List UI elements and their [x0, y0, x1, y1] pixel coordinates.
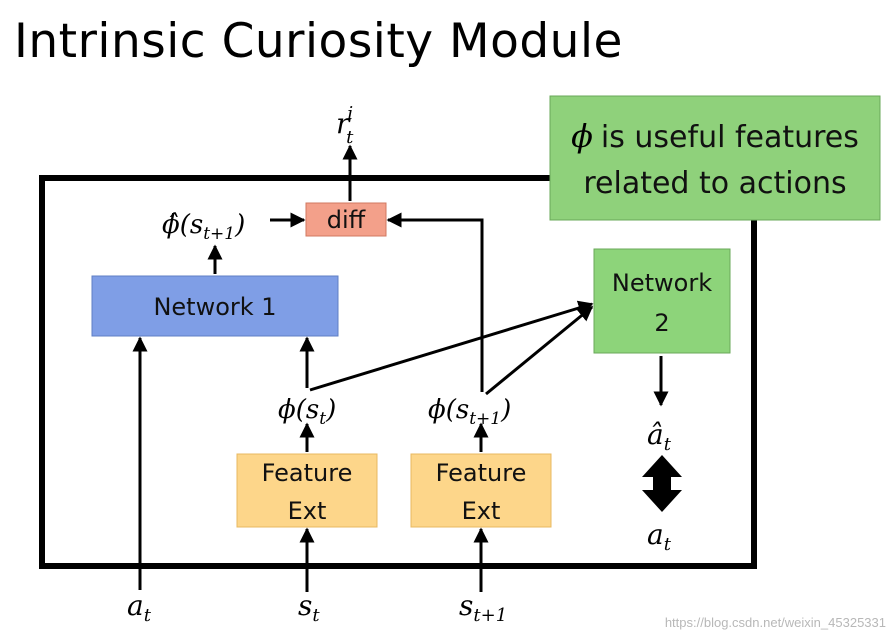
- feature-ext-b-label-1: Feature: [436, 459, 527, 487]
- page-title: Intrinsic Curiosity Module: [14, 14, 623, 69]
- feature-ext-b-box: [410, 453, 552, 528]
- feature-ext-a-box: [236, 453, 378, 528]
- note-line-2: related to actions: [583, 166, 846, 201]
- a-label: at: [647, 518, 672, 555]
- input-a-label: at: [127, 589, 152, 626]
- double-arrow-icon: [642, 455, 682, 512]
- a-hat-label: ât: [647, 418, 672, 455]
- arrow-phist1-to-network2: [485, 305, 594, 396]
- network2-box: [593, 248, 731, 354]
- network1-label: Network 1: [153, 293, 276, 321]
- module-frame: [39, 175, 757, 569]
- arrow-phist-to-network2: [309, 300, 594, 392]
- arrow-phist1-to-diff: [386, 212, 484, 392]
- feature-ext-b-label-2: Ext: [462, 497, 501, 525]
- phi-hat-next-label: ϕ̂(st+1): [162, 210, 245, 244]
- phi-st-label: ϕ(st): [278, 395, 336, 429]
- diff-box: [305, 202, 387, 237]
- feature-ext-a-label-2: Ext: [288, 497, 327, 525]
- input-s1-label: st+1: [459, 589, 507, 626]
- network2-label-1: Network: [612, 269, 712, 297]
- network2-label-2: 2: [654, 309, 669, 337]
- note-box: [549, 95, 881, 221]
- input-s-label: st: [298, 589, 320, 626]
- feature-ext-a-label-1: Feature: [262, 459, 353, 487]
- network1-box: [91, 275, 339, 337]
- phi-st1-label: ϕ(st+1): [428, 395, 511, 429]
- diff-label: diff: [327, 206, 366, 234]
- watermark: https://blog.csdn.net/weixin_45325331: [664, 615, 886, 630]
